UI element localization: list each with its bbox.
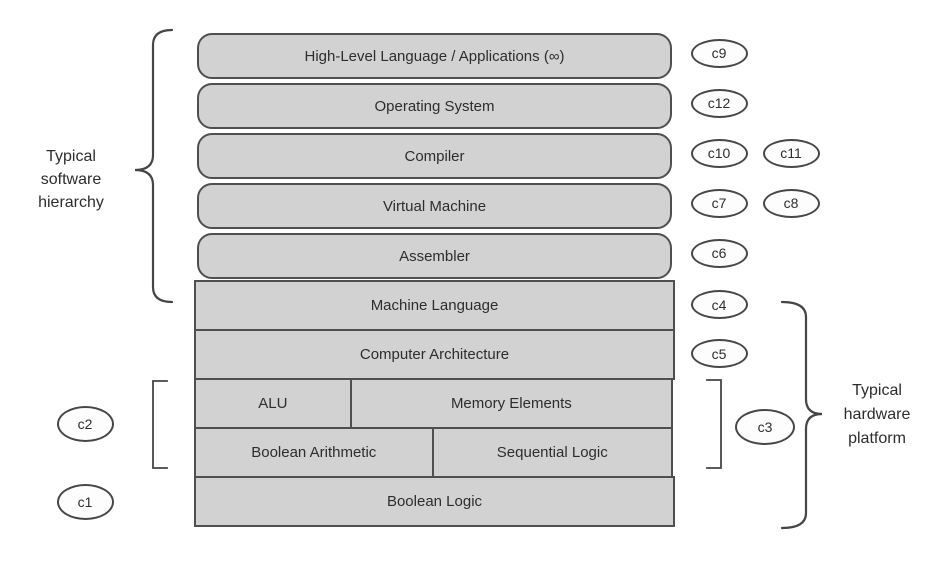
layer-label: ALU	[258, 395, 288, 412]
hardware-layer-row: Boolean Arithmetic Sequential Logic	[194, 427, 675, 478]
chapter-badge: c1	[56, 484, 114, 520]
layer-label: Compiler	[404, 147, 465, 165]
chapter-badge: c8	[762, 188, 820, 218]
layer-label: Boolean Arithmetic	[251, 444, 377, 461]
chapter-badge: c11	[762, 138, 820, 168]
software-layer-box: Compiler	[197, 133, 672, 179]
hardware-layer-box: Computer Architecture	[194, 329, 675, 380]
software-group-label: Typical software hierarchy	[38, 148, 104, 211]
hardware-layer-row: ALU Memory Elements	[194, 378, 675, 429]
software-layer-box: High-Level Language / Applications (∞)	[197, 33, 672, 79]
hardware-layer-box: Memory Elements	[349, 378, 673, 429]
left-bracket	[152, 380, 168, 469]
hardware-layer-row: Computer Architecture	[194, 329, 675, 380]
chapter-badge: c12	[690, 88, 748, 118]
layer-label: Machine Language	[370, 297, 499, 314]
layer-label: Assembler	[399, 247, 470, 265]
chapter-badge: c6	[690, 238, 748, 268]
hardware-layer-row: Boolean Logic	[194, 476, 675, 527]
chapter-badge: c3	[735, 409, 795, 445]
chapter-badge: c7	[690, 188, 748, 218]
layer-label: Memory Elements	[450, 395, 572, 412]
layer-label: Boolean Logic	[386, 493, 483, 510]
software-group-brace	[134, 28, 174, 304]
software-layer-box: Operating System	[197, 83, 672, 129]
hardware-layer-box: Sequential Logic	[431, 427, 673, 478]
chapter-badge: c10	[690, 138, 748, 168]
chapter-badge: c5	[690, 339, 748, 368]
hardware-group-brace	[780, 300, 823, 530]
chapter-badge: c9	[690, 38, 748, 68]
hardware-layer-row: Machine Language	[194, 280, 675, 331]
chapter-badge: c4	[690, 290, 748, 319]
chapter-badge: c2	[56, 406, 114, 442]
hardware-layer-box: Boolean Logic	[194, 476, 675, 527]
layer-label: Sequential Logic	[496, 444, 608, 461]
hardware-layer-box: ALU	[194, 378, 352, 429]
hardware-layer-box: Machine Language	[194, 280, 675, 331]
hardware-group-label: Typical hardware platform	[843, 382, 911, 447]
layer-label: Operating System	[374, 97, 495, 115]
layer-label: Computer Architecture	[359, 346, 510, 363]
layer-label: Virtual Machine	[382, 197, 487, 215]
layer-label: High-Level Language / Applications (∞)	[304, 47, 565, 65]
right-bracket	[706, 379, 722, 469]
hardware-layer-box: Boolean Arithmetic	[194, 427, 434, 478]
software-layer-box: Virtual Machine	[197, 183, 672, 229]
software-layer-box: Assembler	[197, 233, 672, 279]
